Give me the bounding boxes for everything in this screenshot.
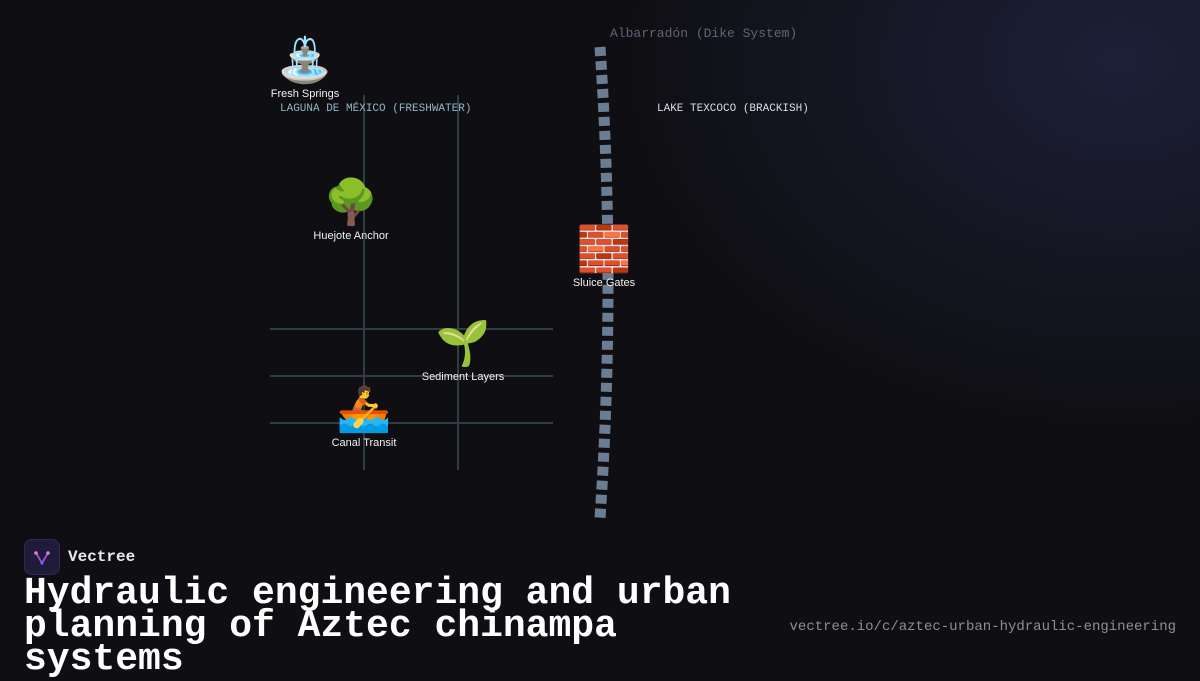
node-huejote-anchor: 🌳 Huejote Anchor (313, 178, 388, 242)
dike-wall (594, 46, 614, 519)
dike-system-label: Albarradón (Dike System) (610, 26, 798, 41)
node-sediment-layers: 🌱 Sediment Layers (422, 319, 505, 383)
chinampa-diagram: Albarradón (Dike System) LAGUNA DE MÉXIC… (270, 26, 809, 519)
source-url[interactable]: vectree.io/c/aztec-urban-hydraulic-engin… (789, 619, 1176, 635)
rowboat-icon: 🚣 (336, 385, 392, 434)
node-label: Canal Transit (331, 437, 397, 449)
brick-icon: 🧱 (576, 225, 632, 274)
brand[interactable]: Vectree (24, 539, 135, 575)
node-label: Sluice Gates (572, 277, 636, 289)
node-label: Sediment Layers (421, 371, 505, 383)
tree-icon: 🌳 (323, 178, 379, 227)
node-label: Fresh Springs (270, 88, 340, 100)
fountain-icon: ⛲ (277, 36, 333, 85)
footer: Vectree Hydraulic engineering and urban … (24, 535, 1176, 681)
node-fresh-springs: ⛲ Fresh Springs (271, 36, 339, 100)
node-label: Huejote Anchor (313, 230, 389, 242)
brand-name: Vectree (68, 548, 136, 566)
node-canal-transit: 🚣 Canal Transit (332, 385, 397, 449)
chinampa-grid (270, 95, 553, 470)
page-title: Hydraulic engineering and urban planning… (24, 572, 731, 681)
seedling-icon: 🌱 (435, 319, 491, 368)
brackish-zone-label: LAKE TEXCOCO (BRACKISH) (657, 103, 809, 115)
diagram-lines (270, 46, 614, 519)
vectree-logo-icon (24, 539, 60, 575)
node-sluice-gates: 🧱 Sluice Gates (573, 225, 635, 289)
freshwater-zone-label: LAGUNA DE MÉXICO (FRESHWATER) (280, 103, 472, 115)
